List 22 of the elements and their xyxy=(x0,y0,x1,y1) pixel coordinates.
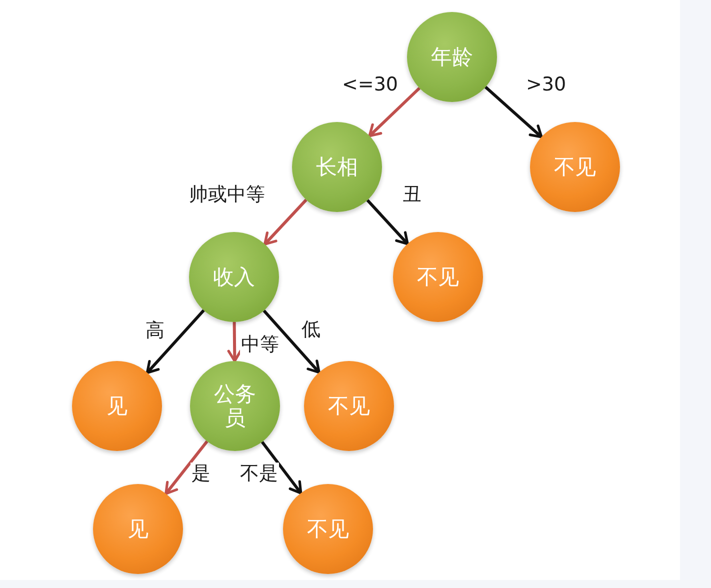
node-label: 收入 xyxy=(213,264,255,290)
arrow xyxy=(164,440,208,495)
node-label: 见 xyxy=(128,516,148,542)
node-label: 不见 xyxy=(554,154,596,180)
edge-label: 中等 xyxy=(240,334,280,356)
node-label: 年龄 xyxy=(431,44,473,70)
node-label: 不见 xyxy=(417,264,459,290)
arrow xyxy=(260,441,302,494)
arrow xyxy=(262,310,320,374)
edge-label: 是 xyxy=(190,462,212,486)
arrow xyxy=(368,87,421,138)
arrow xyxy=(366,199,409,246)
node-label: 不见 xyxy=(307,516,349,542)
node-label: 见 xyxy=(106,394,128,418)
arrow xyxy=(264,198,308,246)
node-label: 长相 xyxy=(316,154,358,180)
arrow xyxy=(146,309,205,374)
node-label: 公务员 xyxy=(212,382,257,430)
edge-label: 不是 xyxy=(239,462,279,486)
node-label: 不见 xyxy=(328,394,370,418)
arrow xyxy=(227,322,242,362)
arrow xyxy=(484,86,543,138)
